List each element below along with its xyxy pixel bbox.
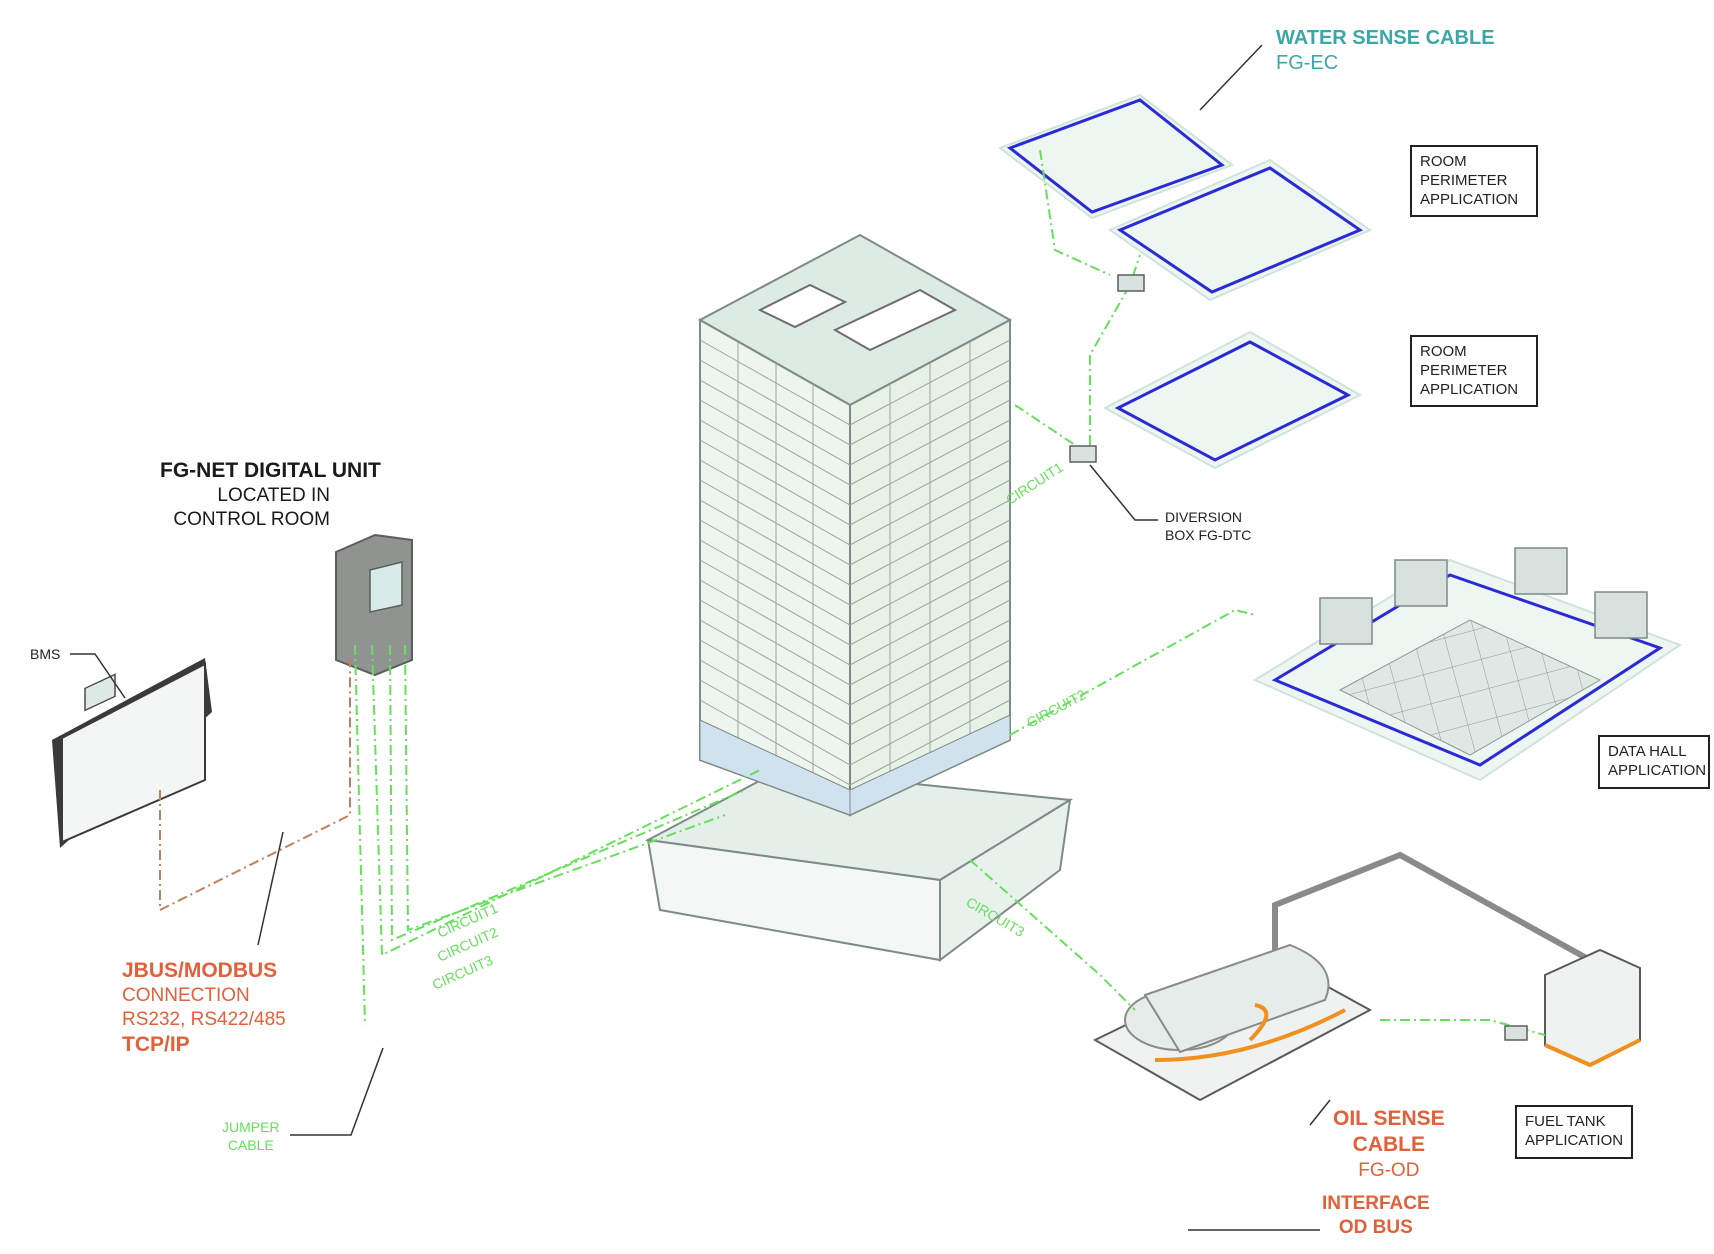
- fuel-diversion-box-icon: [1504, 1025, 1528, 1041]
- bms-label: BMS: [30, 646, 61, 662]
- fg-net-digital-unit: [335, 533, 413, 677]
- fuel-tank-application: [1092, 851, 1641, 1102]
- oil-sense-label: OIL SENSE CABLE FG-OD: [1333, 1106, 1445, 1182]
- jbus-tcp: TCP/IP: [122, 1032, 190, 1056]
- oil-sense-2: CABLE: [1352, 1133, 1425, 1157]
- room-perimeter-2-floor: [1102, 330, 1363, 470]
- diversion-box-upper-icon: [1117, 274, 1145, 292]
- water-sense-title: WATER SENSE CABLE: [1276, 27, 1495, 49]
- jumper-cable-label: JUMPER CABLE: [222, 1119, 280, 1154]
- bms-panel: [52, 658, 212, 848]
- data-hall-floor: [1252, 547, 1683, 782]
- circuit1-label-upper: CIRCUIT1: [1003, 459, 1066, 508]
- oil-sense-1: OIL SENSE: [1333, 1107, 1445, 1130]
- fuel-tank-label: FUEL TANK APPLICATION: [1515, 1105, 1633, 1159]
- interface-text: INTERFACE: [1322, 1193, 1430, 1214]
- fg-net-label: FG-NET DIGITAL UNIT LOCATED IN CONTROL R…: [160, 458, 381, 532]
- circuit2-label-right: CIRCUIT2: [1024, 686, 1089, 731]
- building-tower: [644, 233, 1074, 962]
- modbus-cable: [159, 655, 351, 912]
- jbus-modbus-label: JBUS/MODBUS CONNECTION RS232, RS422/485 …: [122, 958, 286, 1058]
- room-perimeter-2-label: ROOM PERIMETER APPLICATION: [1410, 335, 1538, 408]
- od-bus-text: OD BUS: [1338, 1216, 1413, 1238]
- jbus-connection: CONNECTION: [122, 985, 250, 1007]
- data-hall-label: DATA HALL APPLICATION: [1598, 735, 1710, 789]
- oil-sense-code: FG-OD: [1358, 1159, 1420, 1181]
- water-sense-label: WATER SENSE CABLE FG-EC: [1276, 26, 1495, 76]
- od-interface-label: INTERFACE OD BUS: [1322, 1192, 1430, 1240]
- room-perimeter-1-label: ROOM PERIMETER APPLICATION: [1410, 145, 1538, 218]
- jbus-title: JBUS/MODBUS: [122, 959, 278, 982]
- fg-net-title: FG-NET DIGITAL UNIT: [160, 459, 381, 482]
- jbus-rs: RS232, RS422/485: [122, 1009, 286, 1030]
- fg-net-sub2: CONTROL ROOM: [173, 509, 330, 530]
- room-perimeter-1-floor: [997, 93, 1373, 302]
- water-sense-code: FG-EC: [1276, 52, 1339, 74]
- fg-net-sub1: LOCATED IN: [217, 485, 330, 507]
- diversion-box-label: DIVERSION BOX FG-DTC: [1165, 509, 1252, 544]
- leader-lines: [70, 44, 1331, 1231]
- diversion-box-icon: [1069, 445, 1097, 463]
